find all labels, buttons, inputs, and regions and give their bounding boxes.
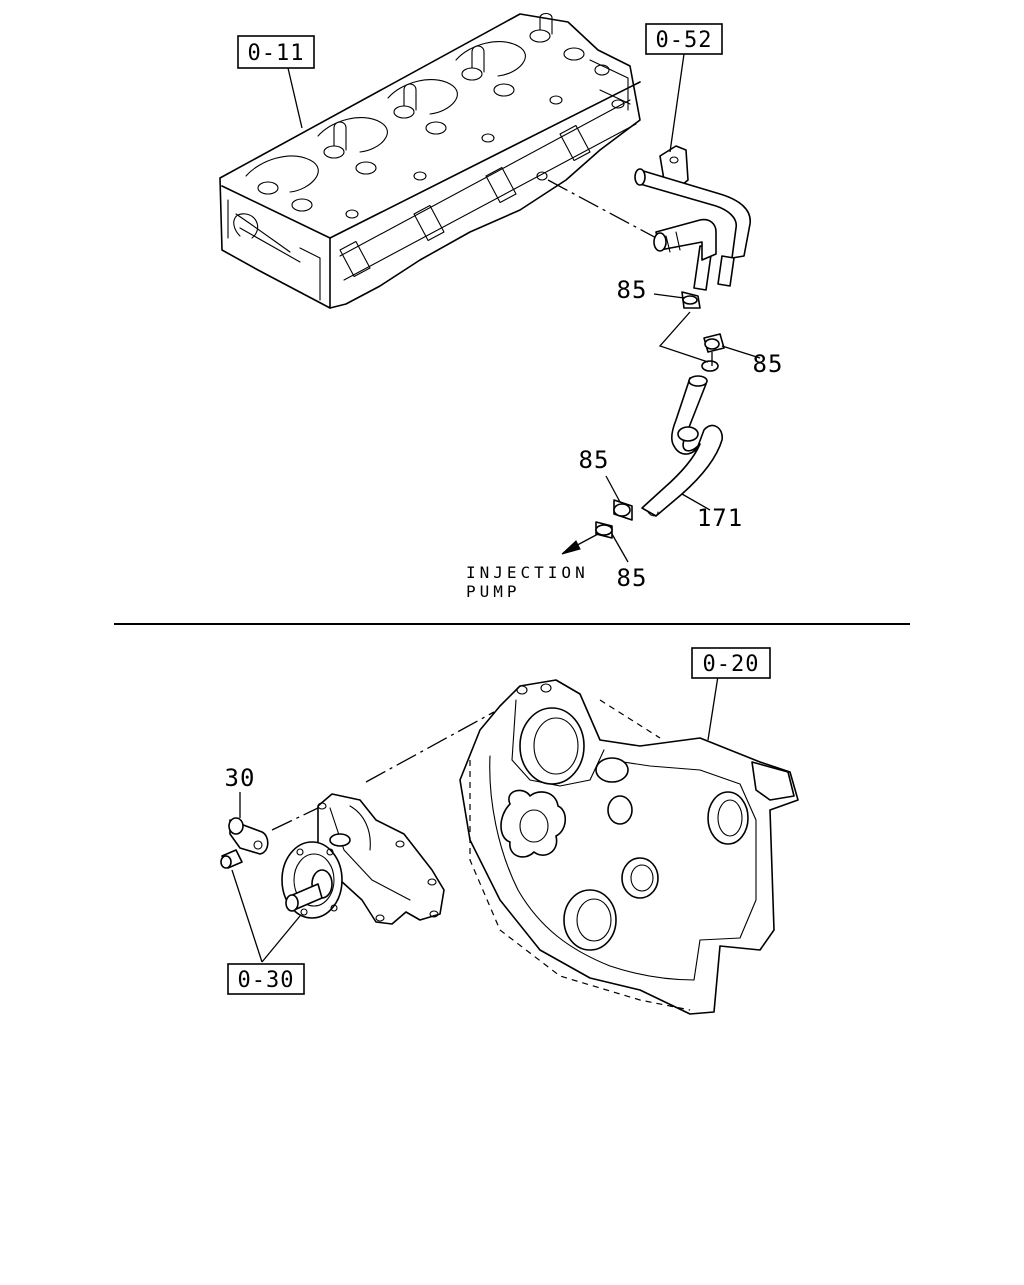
cylinder-head-drawing (219, 12, 641, 309)
bolt-drawing (220, 849, 243, 869)
callout-0-30: 0-30 (227, 963, 305, 995)
callout-0-52-text: 0-52 (656, 28, 713, 53)
callout-0-52: 0-52 (645, 23, 723, 55)
part-85-label: 85 (617, 276, 648, 304)
part-30-label: 30 (225, 764, 256, 792)
part-85-label: 85 (617, 564, 648, 592)
callout-0-20-text: 0-20 (703, 652, 760, 677)
water-pipe-drawing (634, 145, 751, 291)
callout-0-20: 0-20 (691, 647, 771, 679)
part-85-label: 85 (753, 350, 784, 378)
hose-clamps (595, 291, 725, 539)
injection-pump-note-line2: PUMP (466, 582, 521, 601)
part-171-label: 171 (697, 504, 743, 532)
part-30-drawing (228, 817, 269, 855)
timing-case-drawing (459, 679, 799, 1015)
hose-drawing (641, 375, 723, 517)
callout-0-30-text: 0-30 (238, 968, 295, 993)
leader-lines (231, 53, 761, 963)
water-pump-drawing (281, 793, 445, 925)
injection-pump-note-line1: INJECTION (466, 563, 589, 582)
callout-0-11: 0-11 (237, 35, 315, 69)
callout-0-11-text: 0-11 (248, 41, 305, 66)
part-85-label: 85 (579, 446, 610, 474)
